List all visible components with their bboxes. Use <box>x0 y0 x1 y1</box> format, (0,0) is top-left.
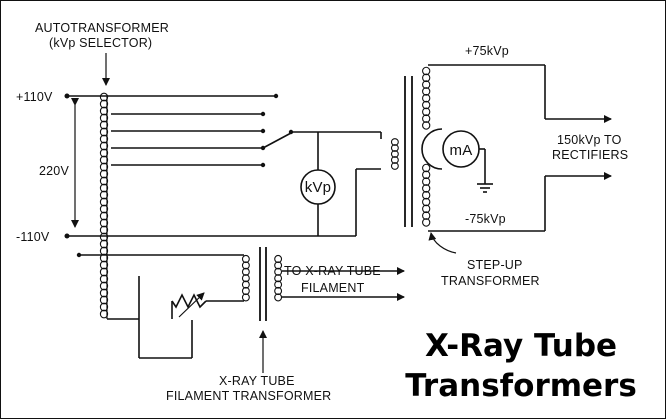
coil-loop <box>422 163 431 173</box>
coil-loop <box>241 274 250 283</box>
coil-loop <box>422 87 431 96</box>
coil-loop <box>422 170 431 180</box>
coil-loop <box>274 261 283 270</box>
stepup-label-2: TRANSFORMER <box>441 274 540 288</box>
coil-loop <box>422 66 431 76</box>
coil-loop <box>422 80 431 89</box>
coil-loop <box>422 121 431 130</box>
v220-label: 220V <box>39 164 69 178</box>
coil-loop <box>422 177 431 186</box>
coil-loop <box>274 267 283 276</box>
coil-loop <box>390 144 399 152</box>
coil-loop <box>241 261 250 270</box>
rheostat <box>171 293 207 309</box>
filament-tx-label-1: X-RAY TUBE <box>219 374 295 388</box>
plus75-label: +75kVp <box>465 44 509 58</box>
coil-loop <box>390 156 399 164</box>
kvp-selector-switch <box>262 129 381 149</box>
minus110-label: -110V <box>16 230 50 244</box>
tap-dot <box>273 93 279 99</box>
plus110-label: +110V <box>16 90 53 104</box>
coil-loop <box>422 184 431 193</box>
ma-meter-label: mA <box>450 142 473 159</box>
stepup-secondary: mA <box>421 64 612 232</box>
coil-loop <box>274 274 283 283</box>
coil-loop <box>241 293 250 302</box>
filament-out-label-2: FILAMENT <box>301 281 365 295</box>
filament-out-label-1: TO X-RAY TUBE <box>284 264 381 278</box>
coil-loop <box>422 100 431 110</box>
autotransformer-label-2: (kVp SELECTOR) <box>49 36 152 50</box>
coil-loop <box>274 293 283 302</box>
coil-loop <box>241 286 250 296</box>
coil-loop <box>422 204 431 214</box>
kvp-meter-label: kVp <box>305 179 331 196</box>
label-pointers <box>102 53 457 373</box>
coil-loop <box>422 211 431 220</box>
title-line-2: Transformers <box>405 368 637 404</box>
coil-loop <box>422 114 431 123</box>
coil-loop <box>390 138 399 146</box>
rectifier-label-2: RECTIFIERS <box>552 148 628 162</box>
coil-loop <box>274 280 283 289</box>
coil-loop <box>422 107 431 117</box>
stepup-label-1: STEP-UP <box>467 258 523 272</box>
minus75-label: -75kVp <box>465 212 506 226</box>
coil-loop <box>390 150 399 158</box>
coil-loop <box>422 190 431 200</box>
kvp-meter-branch: kVp <box>300 132 336 236</box>
stepup-primary <box>355 132 399 236</box>
coil-loop <box>422 73 431 83</box>
autotransformer-label-1: AUTOTRANSFORMER <box>35 21 169 35</box>
coil-loop <box>422 93 431 103</box>
selector-taps <box>111 111 266 168</box>
autotransformer <box>99 92 109 319</box>
filament-circuit <box>76 247 405 359</box>
coil-loop <box>241 267 250 276</box>
supply-lines <box>64 93 356 239</box>
coil-loop <box>274 254 283 264</box>
coil-loop <box>241 254 250 264</box>
rectifier-label-1: 150kVp TO <box>557 133 622 147</box>
stepup-core <box>404 76 413 227</box>
filament-tx-label-2: FILAMENT TRANSFORMER <box>166 389 331 403</box>
coil-loop <box>422 218 431 227</box>
title-line-1: X-Ray Tube <box>425 328 617 364</box>
coil-loop <box>422 197 431 207</box>
coil-loop <box>390 162 399 170</box>
coil-loop <box>241 280 250 289</box>
coil-loop <box>274 286 283 296</box>
